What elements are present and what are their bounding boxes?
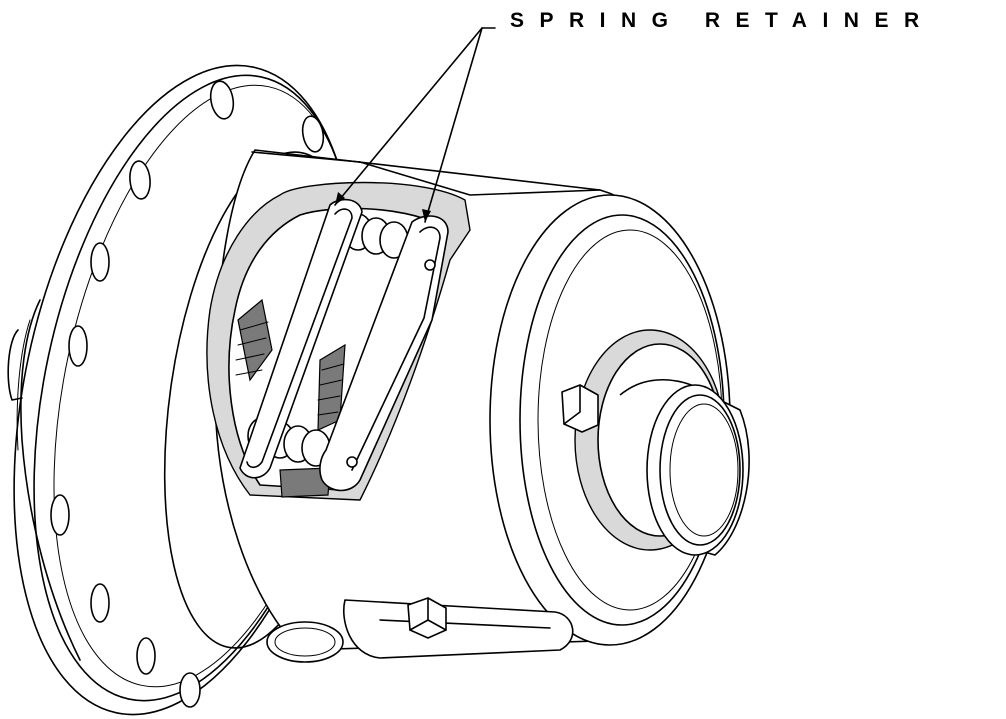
- flange-bolt-holes: [50, 80, 325, 708]
- axle-bore: [619, 378, 750, 556]
- spring-retainer-right: [319, 215, 449, 492]
- callout-leaders: [334, 27, 496, 223]
- spring-retainer-label: SPRING RETAINER: [510, 9, 935, 32]
- bolt: [266, 597, 574, 663]
- face-pin: [561, 384, 599, 433]
